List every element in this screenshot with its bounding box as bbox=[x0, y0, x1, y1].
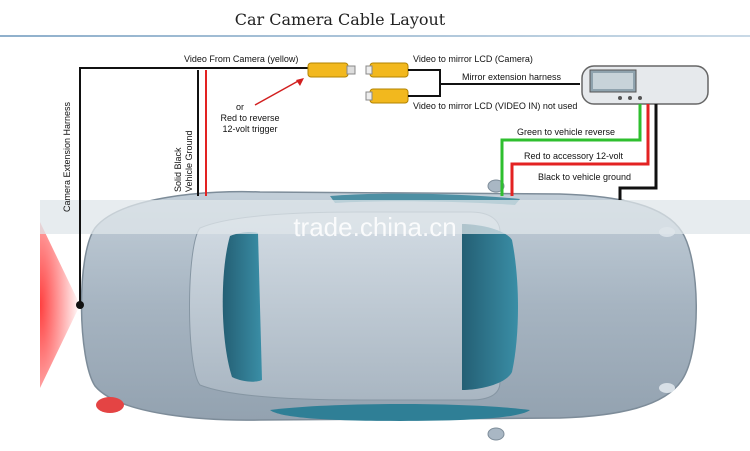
page-title: Car Camera Cable Layout bbox=[234, 10, 446, 29]
mirror-harness-wire bbox=[408, 69, 580, 85]
camera-light-beam bbox=[40, 222, 80, 388]
pointer-arrowhead bbox=[296, 78, 304, 86]
label-black-ground: Black to vehicle ground bbox=[538, 172, 632, 182]
label-camera-harness: Camera Extension Harness bbox=[62, 101, 72, 212]
rear-light bbox=[96, 397, 124, 413]
watermark-band bbox=[40, 200, 750, 234]
label-or: or bbox=[236, 102, 245, 112]
label-red-to-reverse: Red to reverse bbox=[220, 113, 280, 123]
pointer-arrow bbox=[254, 79, 301, 106]
rear-window bbox=[222, 232, 262, 382]
watermark-text: trade.china.cn bbox=[293, 212, 457, 242]
windshield bbox=[462, 224, 518, 390]
connector-video-in bbox=[365, 88, 409, 104]
label-green-reverse: Green to vehicle reverse bbox=[517, 127, 616, 137]
camera-junction bbox=[76, 301, 84, 309]
label-red-accessory: Red to accessory 12-volt bbox=[524, 151, 624, 161]
label-mirror-harness: Mirror extension harness bbox=[462, 72, 562, 82]
connector-camera-male bbox=[307, 62, 356, 78]
red-accessory-wire bbox=[510, 104, 650, 196]
label-video-from-camera: Video From Camera (yellow) bbox=[184, 54, 299, 64]
mirror-left bbox=[487, 179, 505, 193]
video-in-wire bbox=[408, 84, 441, 97]
camera-extension-wire bbox=[79, 67, 320, 305]
label-vehicle-ground: Vehicle Ground bbox=[184, 130, 194, 192]
label-video-not-used: Video to mirror LCD (VIDEO IN) not used bbox=[413, 101, 578, 111]
connector-camera-female bbox=[365, 62, 409, 78]
mirror-right bbox=[487, 427, 505, 441]
label-video-mirror-camera: Video to mirror LCD (Camera) bbox=[413, 54, 533, 64]
green-reverse-wire bbox=[500, 104, 642, 196]
car-illustration bbox=[80, 179, 697, 441]
side-window bbox=[270, 404, 530, 421]
label-solid-black: Solid Black bbox=[173, 147, 183, 192]
title-divider bbox=[0, 35, 750, 37]
black-ground-wire bbox=[618, 104, 658, 200]
label-trigger: 12-volt trigger bbox=[222, 124, 278, 134]
headlight-bottom bbox=[659, 383, 675, 393]
rear-view-mirror bbox=[581, 65, 709, 105]
